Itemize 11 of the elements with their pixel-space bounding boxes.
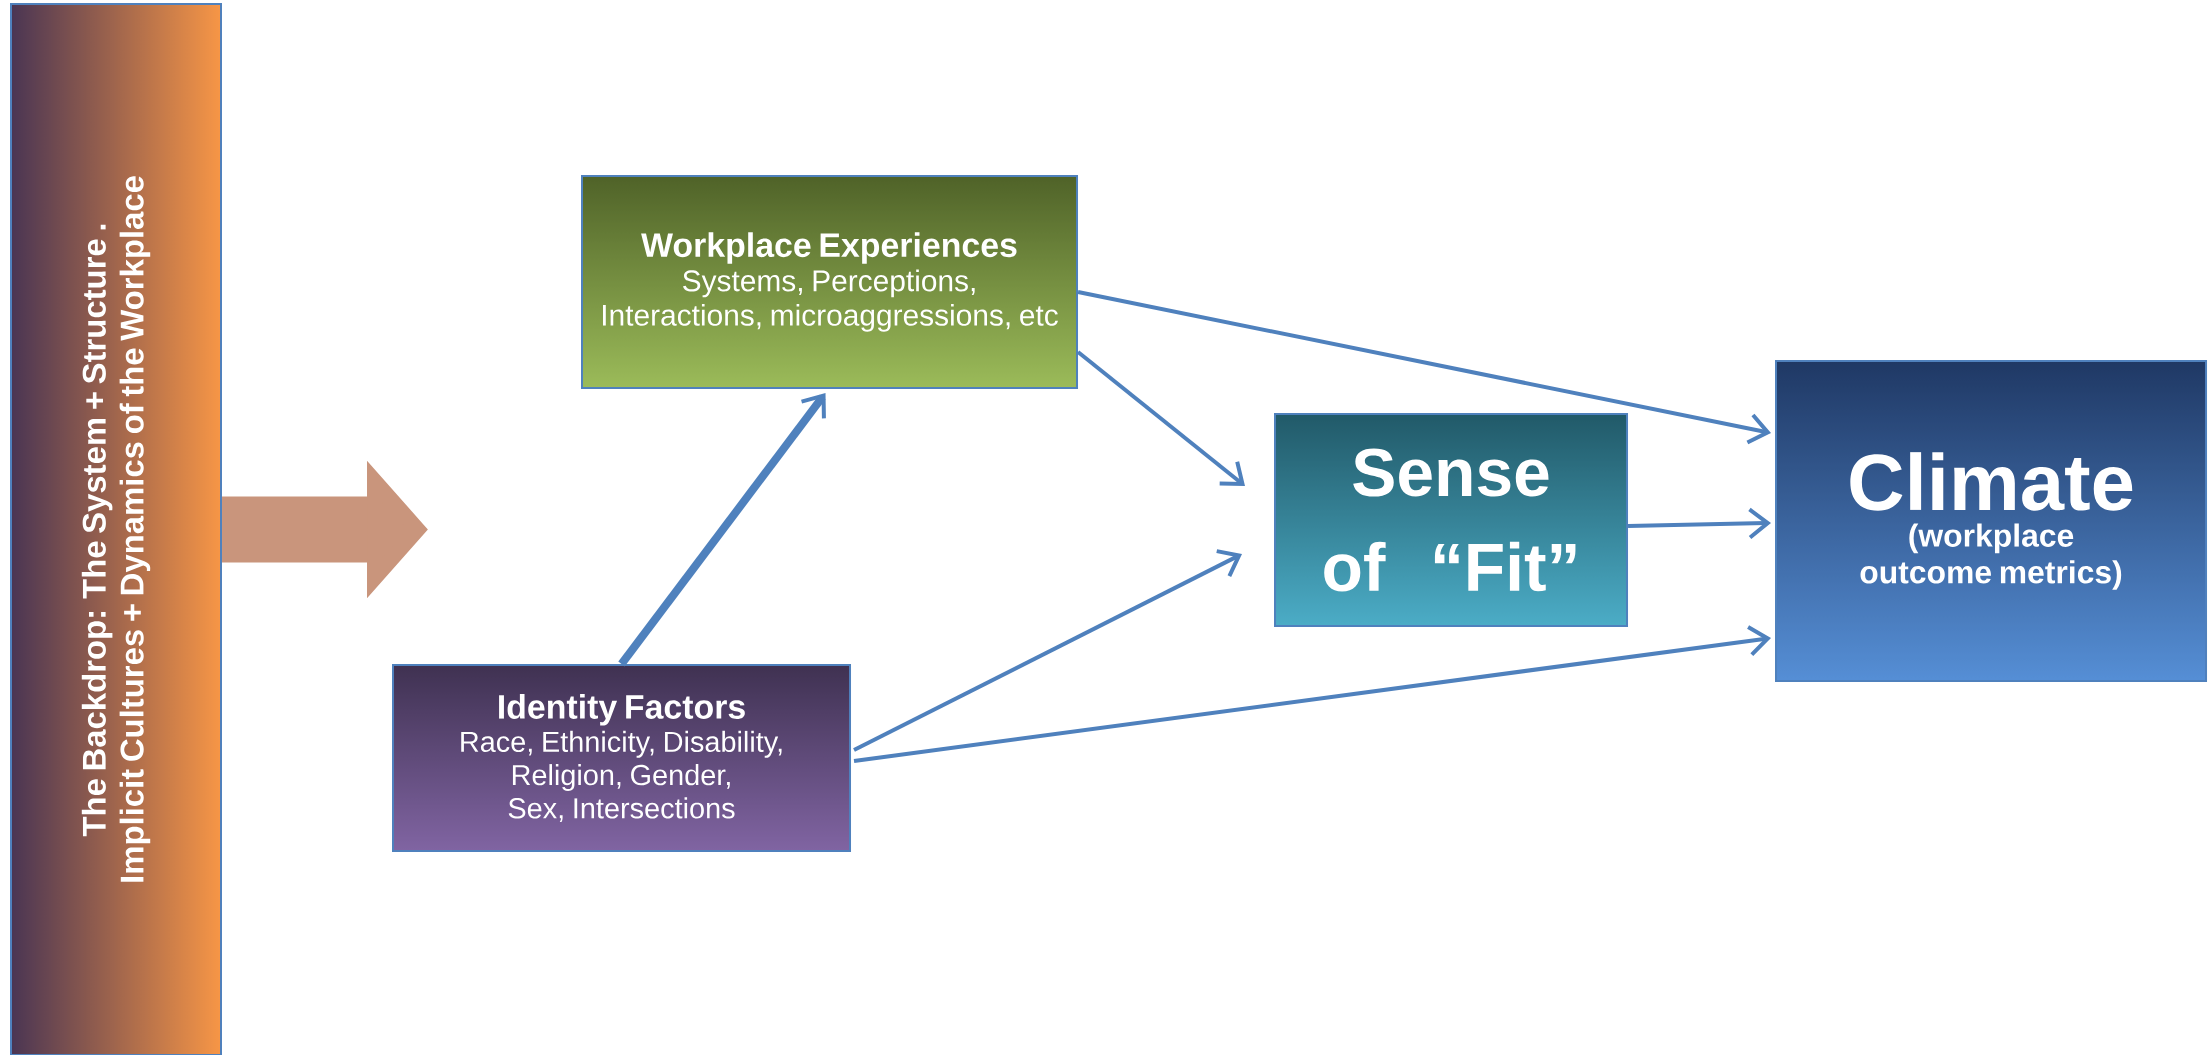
arrow xyxy=(1076,350,1245,486)
process-box: Climate (workplace outcome metrics) xyxy=(1775,360,2208,682)
process-box: Workplace Experiences Systems, Perceptions, Interactions, microaggressions, etc xyxy=(581,175,1078,389)
process-box: Identity Factors Race, Ethnicity, Disability, Religion, Gender, Sex, Intersections xyxy=(392,664,851,852)
arrow xyxy=(853,549,1242,752)
arrow xyxy=(618,393,826,667)
backdrop-bar: The Backdrop: The System + Structure . Implicit Cultures + Dynamics of the Workplace xyxy=(10,3,222,1055)
process-box: Sense of “Fit” xyxy=(1274,413,1628,627)
arrow xyxy=(1628,507,1771,539)
arrow xyxy=(853,625,1771,763)
arrow xyxy=(1077,290,1771,445)
